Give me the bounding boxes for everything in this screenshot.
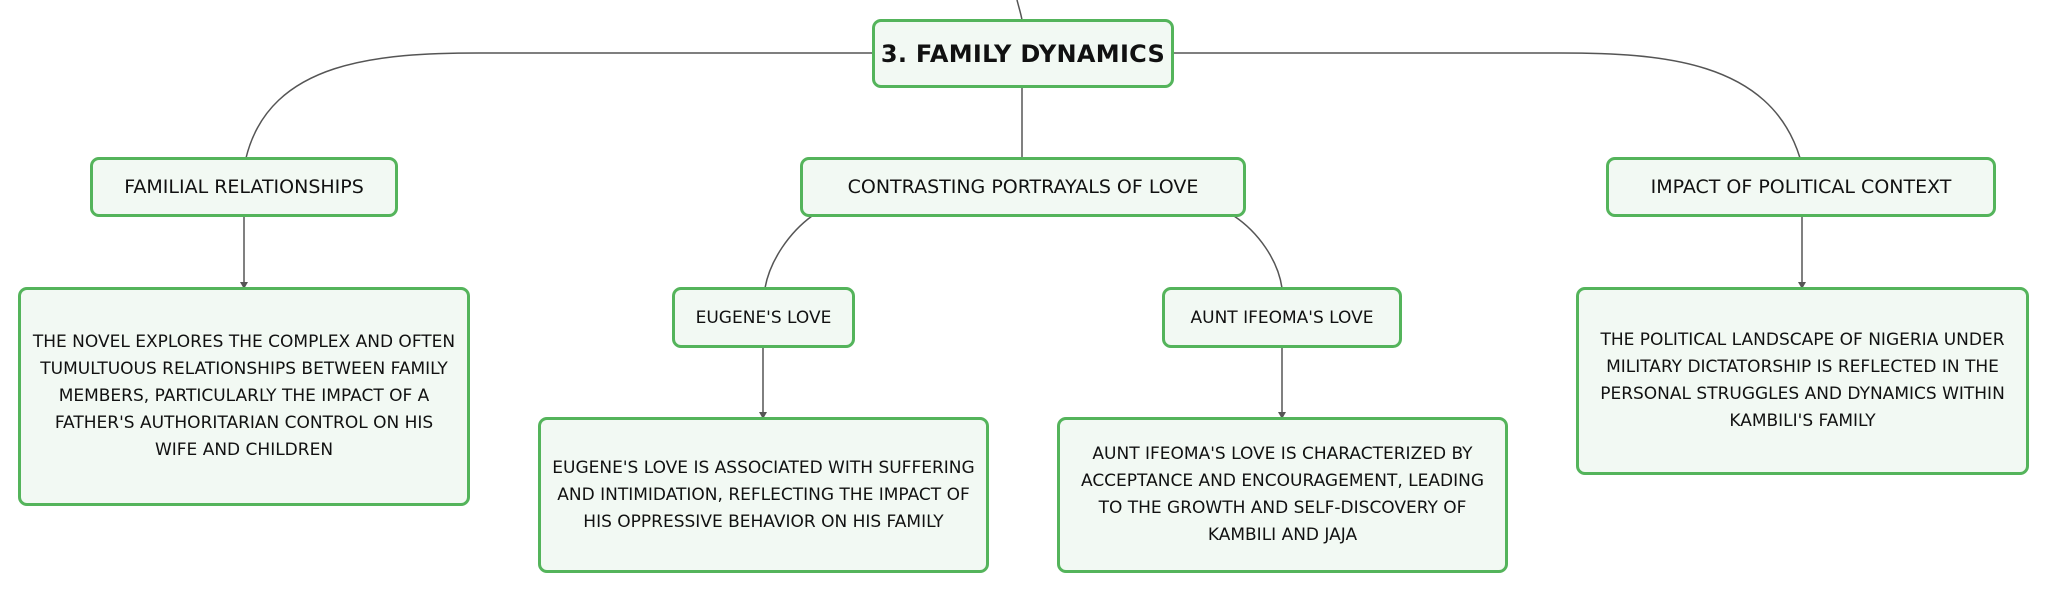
connector-root-to-familial — [245, 52, 872, 159]
node-contrasting-portrayals-of-love[interactable]: CONTRASTING PORTRAYALS OF LOVE — [800, 157, 1246, 217]
node-familial-relationships-label: FAMILIAL RELATIONSHIPS — [124, 176, 364, 198]
eugene-description-text: EUGENE'S LOVE IS ASSOCIATED WITH SUFFERI… — [552, 457, 975, 532]
node-political-context-description[interactable]: THE POLITICAL LANDSCAPE OF NIGERIA UNDER… — [1576, 287, 2029, 475]
node-eugenes-love-label: EUGENE'S LOVE — [695, 307, 832, 328]
arrowhead-familial-desc — [240, 282, 248, 289]
node-eugenes-love-description[interactable]: EUGENE'S LOVE IS ASSOCIATED WITH SUFFERI… — [538, 417, 989, 573]
connector-parent-to-root — [1016, 0, 1023, 21]
familial-description-text: THE NOVEL EXPLORES THE COMPLEX AND OFTEN… — [32, 332, 456, 460]
ifeoma-description-text: AUNT IFEOMA'S LOVE IS CHARACTERIZED BY A… — [1080, 444, 1484, 545]
node-aunt-ifeomas-love-description[interactable]: AUNT IFEOMA'S LOVE IS CHARACTERIZED BY A… — [1057, 417, 1508, 573]
connector-root-to-political — [1174, 52, 1801, 159]
node-familial-relationships-description[interactable]: THE NOVEL EXPLORES THE COMPLEX AND OFTEN… — [18, 287, 470, 506]
node-aunt-ifeomas-love[interactable]: AUNT IFEOMA'S LOVE — [1162, 287, 1402, 348]
node-political-context-label: IMPACT OF POLITICAL CONTEXT — [1650, 176, 1952, 198]
arrowhead-eugene-desc — [759, 412, 767, 419]
node-contrasting-portrayals-label: CONTRASTING PORTRAYALS OF LOVE — [847, 176, 1199, 198]
connector-love-to-ifeoma — [1233, 215, 1283, 289]
node-aunt-ifeomas-love-label: AUNT IFEOMA'S LOVE — [1190, 307, 1374, 328]
political-description-text: THE POLITICAL LANDSCAPE OF NIGERIA UNDER… — [1600, 330, 2005, 431]
node-eugenes-love[interactable]: EUGENE'S LOVE — [672, 287, 855, 348]
arrowhead-political-desc — [1798, 282, 1806, 289]
arrowhead-ifeoma-desc — [1278, 412, 1286, 419]
connector-love-to-eugene — [764, 215, 813, 289]
node-impact-of-political-context[interactable]: IMPACT OF POLITICAL CONTEXT — [1606, 157, 1996, 217]
root-node-label: 3. FAMILY DYNAMICS — [880, 39, 1166, 68]
root-node-family-dynamics[interactable]: 3. FAMILY DYNAMICS — [872, 19, 1174, 88]
node-familial-relationships[interactable]: FAMILIAL RELATIONSHIPS — [90, 157, 398, 217]
